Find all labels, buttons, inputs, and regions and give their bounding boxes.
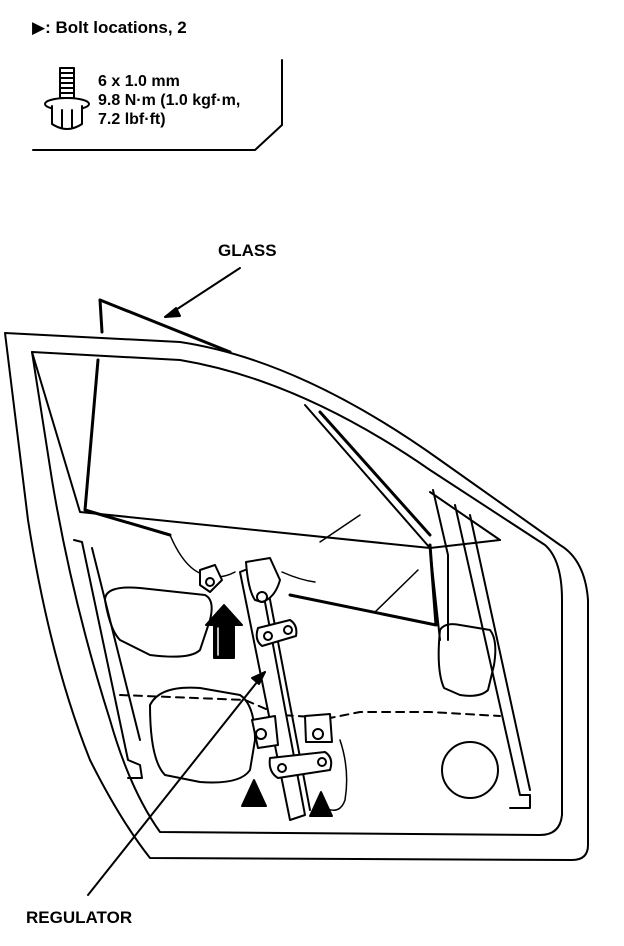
speaker-hole bbox=[441, 741, 499, 799]
legend-title: ▶: Bolt locations, 2 bbox=[32, 18, 187, 37]
window-regulator bbox=[199, 557, 333, 821]
service-hole-upper-left bbox=[104, 586, 213, 658]
glass-leader-arrow-icon bbox=[164, 267, 241, 318]
bolt-torque-spec: 9.8 N·m (1.0 kgf·m, bbox=[98, 92, 241, 109]
door-outline bbox=[4, 332, 589, 861]
bolt-size-spec: 6 x 1.0 mm bbox=[98, 73, 180, 90]
regulator-label: REGULATOR bbox=[26, 908, 133, 927]
trim-line bbox=[119, 694, 501, 719]
legend-box bbox=[32, 59, 283, 151]
service-hole-lower-left bbox=[149, 686, 256, 784]
window-frame bbox=[31, 351, 501, 641]
bolt-icon bbox=[44, 67, 90, 130]
service-hole-right bbox=[437, 623, 497, 697]
front-channel bbox=[454, 504, 531, 809]
regulator-leader-arrow-icon bbox=[87, 671, 266, 896]
bolt-location-arrow-icon bbox=[241, 779, 333, 817]
bolt-torque-spec-imperial: 7.2 lbf·ft) bbox=[98, 111, 166, 128]
direction-arrow-icon bbox=[205, 604, 243, 659]
glass-panel bbox=[83, 298, 438, 627]
glass-label: GLASS bbox=[218, 241, 277, 260]
rear-channel bbox=[73, 539, 143, 779]
